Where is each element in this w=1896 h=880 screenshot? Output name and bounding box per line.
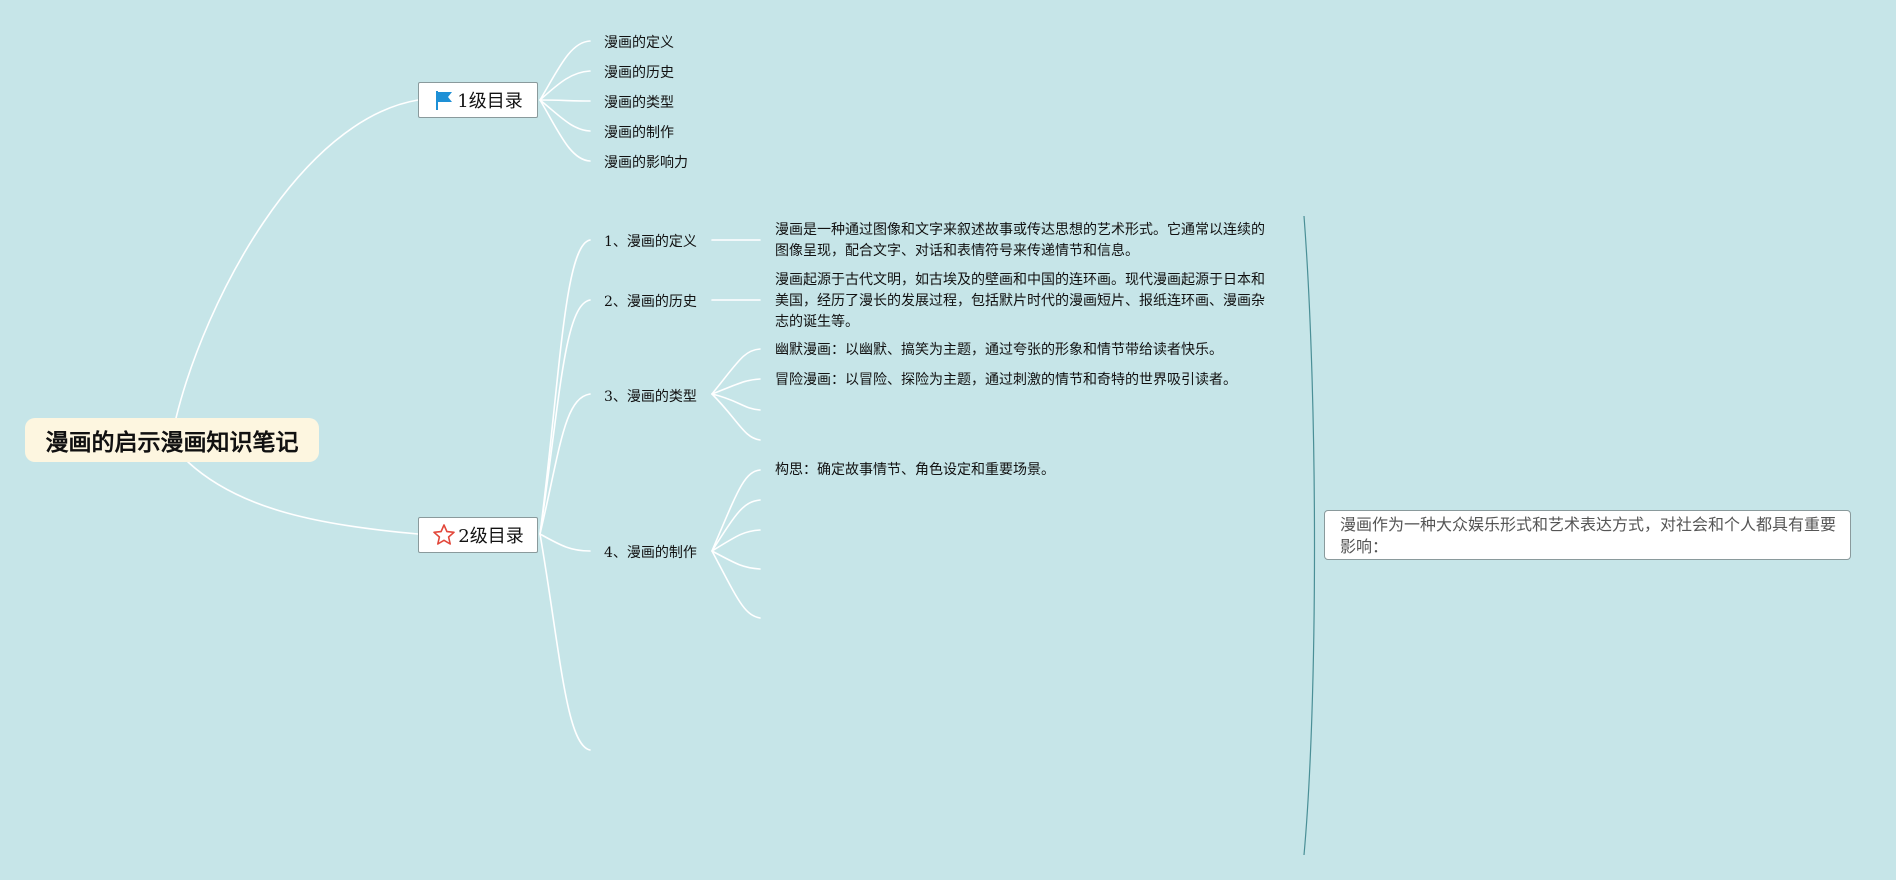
detail-line: 图像呈现，配合文字、对话和表情符号来传递情节和信息。: [775, 243, 1139, 259]
star-icon: [432, 523, 456, 547]
link-topic3-branch-2: [711, 378, 761, 395]
link-level1-item-1: [539, 40, 591, 101]
topic-detail[interactable]: 构思：确定故事情节、角色设定和重要场景。: [775, 460, 1055, 481]
link-level1-item-4: [539, 99, 591, 132]
root-title: 漫画的启示漫画知识笔记: [45, 429, 299, 456]
summary-line: 影响：: [1340, 537, 1389, 556]
detail-line: 漫画起源于古代文明，如古埃及的壁画和中国的连环画。现代漫画起源于日本和: [775, 272, 1265, 288]
link-topic4-branch-3: [711, 529, 761, 552]
level2-topic[interactable]: 2、漫画的历史: [604, 294, 697, 310]
link-topic4-branch-5: [711, 550, 761, 619]
root-topic[interactable]: 漫画的启示漫画知识笔记: [25, 418, 319, 462]
link-level2-topic-1: [539, 239, 591, 535]
level2-label: 2级目录: [458, 526, 524, 547]
link-root-level2: [187, 461, 419, 535]
link-level2-topic-3: [539, 393, 591, 535]
link-level2-topic-5: [539, 533, 591, 751]
level2-topic[interactable]: 3、漫画的类型: [604, 389, 697, 405]
topic-detail[interactable]: 漫画是一种通过图像和文字来叙述故事或传达思想的艺术形式。它通常以连续的 图像呈现…: [775, 220, 1265, 262]
level1-item[interactable]: 漫画的类型: [604, 95, 674, 111]
link-level2-topic-2: [539, 299, 591, 535]
topic-detail[interactable]: 冒险漫画：以冒险、探险为主题，通过刺激的情节和奇特的世界吸引读者。: [775, 370, 1237, 391]
detail-line: 漫画是一种通过图像和文字来叙述故事或传达思想的艺术形式。它通常以连续的: [775, 222, 1265, 238]
level2-node[interactable]: 2级目录: [418, 517, 538, 553]
link-root-level1: [175, 99, 419, 419]
level2-topic[interactable]: 1、漫画的定义: [604, 234, 697, 250]
link-level1-item-2: [539, 70, 591, 101]
summary-brace: [1303, 215, 1316, 856]
level2-topic[interactable]: 4、漫画的制作: [604, 545, 697, 561]
link-topic3-branch-4: [711, 393, 761, 441]
level1-node[interactable]: 1级目录: [418, 82, 538, 118]
summary-note[interactable]: 漫画作为一种大众娱乐形式和艺术表达方式，对社会和个人都具有重要 影响：: [1324, 510, 1851, 560]
detail-line: 美国，经历了漫长的发展过程，包括默片时代的漫画短片、报纸连环画、漫画杂: [775, 293, 1265, 309]
flag-icon: [433, 89, 455, 111]
detail-line: 志的诞生等。: [775, 314, 859, 330]
link-level2-topic-4: [539, 533, 591, 552]
link-topic4-branch-4: [711, 550, 761, 570]
level1-item[interactable]: 漫画的影响力: [604, 155, 688, 171]
detail-line: 冒险漫画：以冒险、探险为主题，通过刺激的情节和奇特的世界吸引读者。: [775, 372, 1237, 388]
level1-item[interactable]: 漫画的定义: [604, 35, 674, 51]
detail-line: 构思：确定故事情节、角色设定和重要场景。: [775, 462, 1055, 478]
link-topic4-branch-1: [711, 469, 761, 552]
topic-detail[interactable]: 漫画起源于古代文明，如古埃及的壁画和中国的连环画。现代漫画起源于日本和 美国，经…: [775, 270, 1265, 333]
level1-item[interactable]: 漫画的制作: [604, 125, 674, 141]
link-topic4-branch-2: [711, 499, 761, 552]
topic-detail[interactable]: 幽默漫画：以幽默、搞笑为主题，通过夸张的形象和情节带给读者快乐。: [775, 340, 1223, 361]
link-level1-item-5: [539, 99, 591, 162]
level1-label: 1级目录: [457, 91, 523, 112]
summary-line: 漫画作为一种大众娱乐形式和艺术表达方式，对社会和个人都具有重要: [1340, 515, 1837, 534]
detail-line: 幽默漫画：以幽默、搞笑为主题，通过夸张的形象和情节带给读者快乐。: [775, 342, 1223, 358]
link-level1-item-3: [539, 99, 591, 102]
link-topic3-branch-1: [711, 348, 761, 395]
level1-item[interactable]: 漫画的历史: [604, 65, 674, 81]
link-topic3-branch-3: [711, 393, 761, 411]
